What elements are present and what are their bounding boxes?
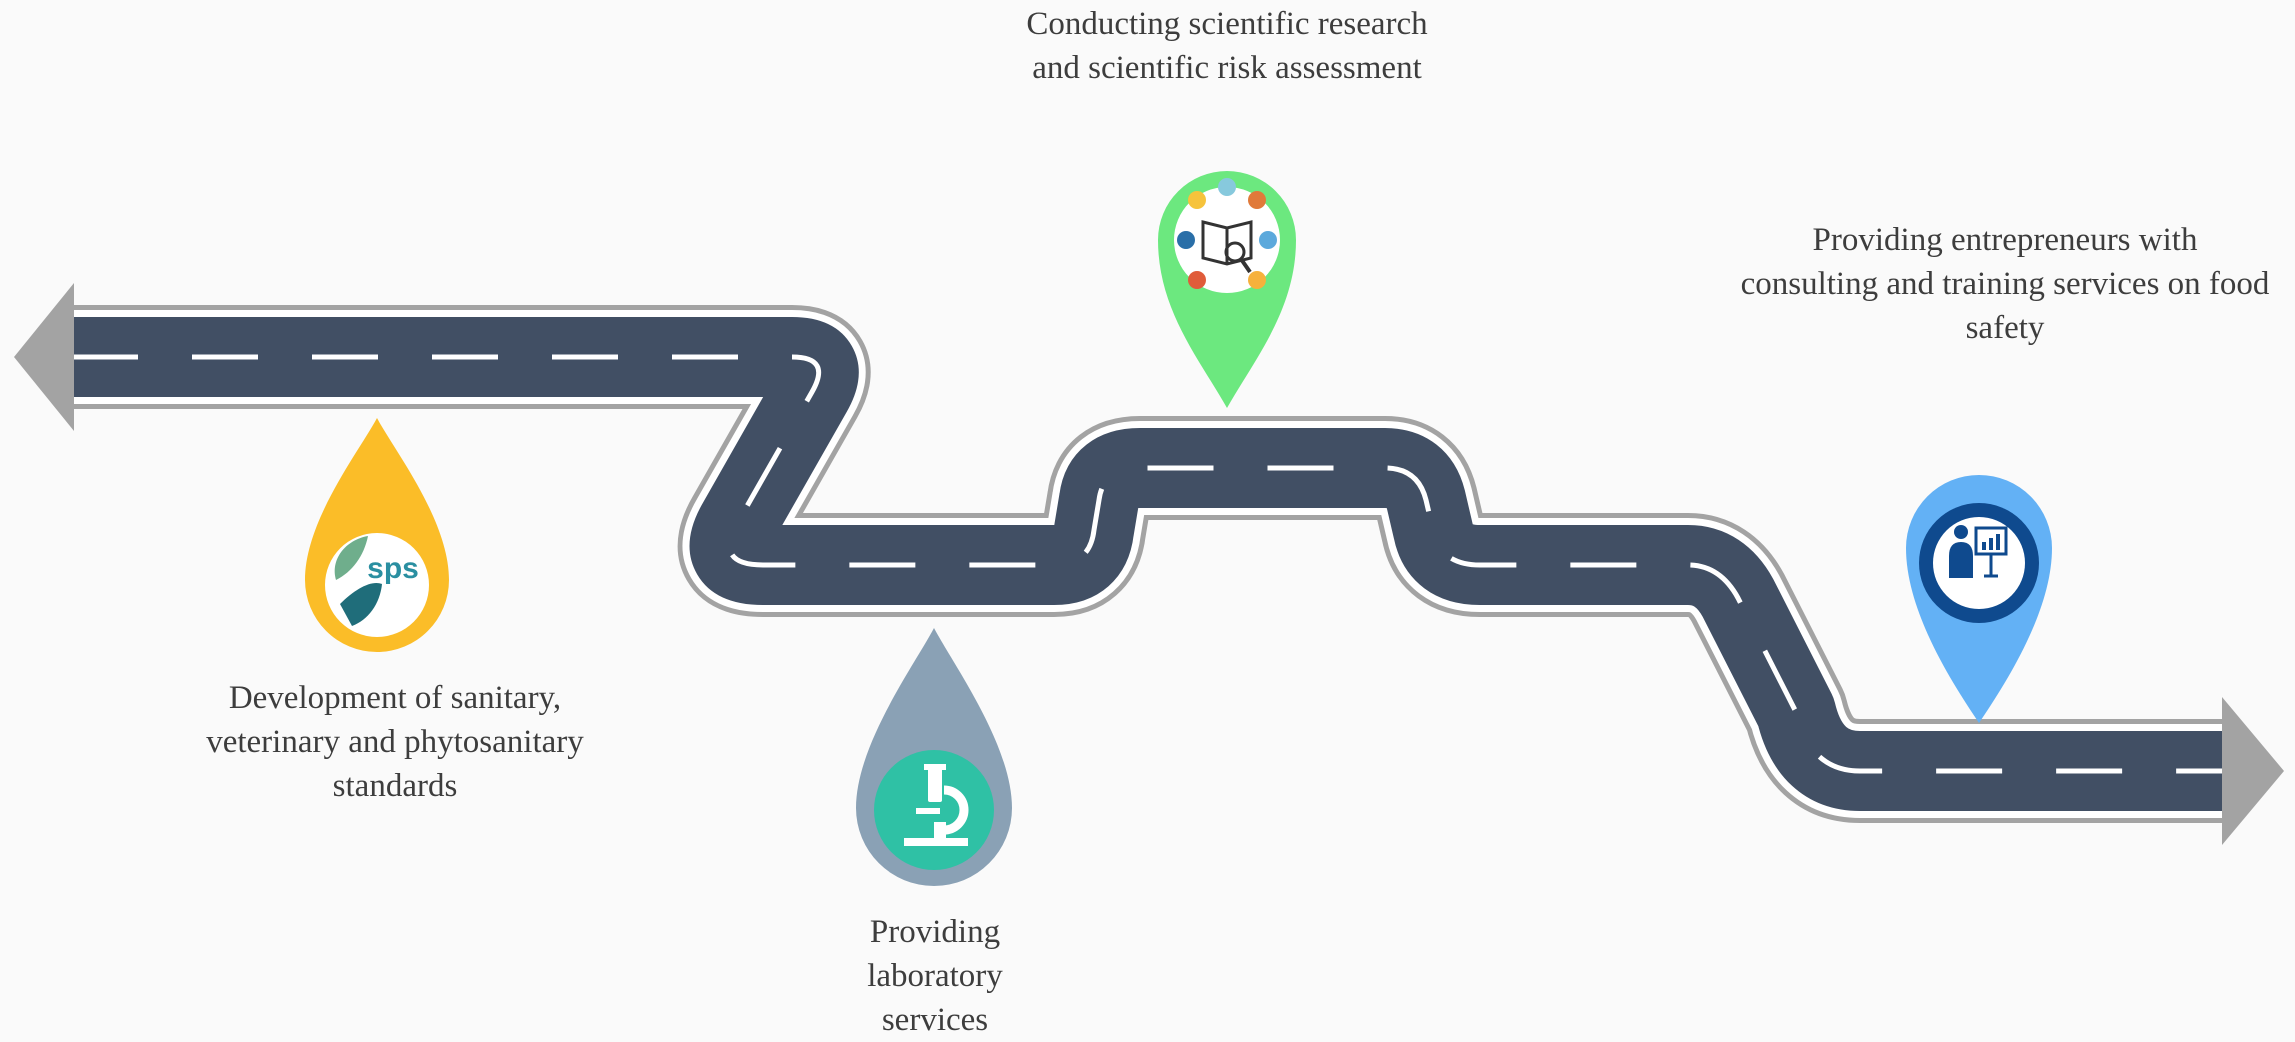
- step-label-research: Conducting scientific research and scien…: [1026, 6, 1428, 86]
- step-label-standards: Development of sanitary, veterinary and …: [206, 680, 584, 804]
- road-center-dashes: [72, 354, 2226, 774]
- road: [72, 305, 2226, 823]
- marker-research: [1158, 171, 1296, 408]
- marker-laboratory: [856, 628, 1012, 886]
- sps-logo-icon: sps: [334, 536, 419, 626]
- svg-text:sps: sps: [367, 552, 419, 585]
- marker-sps: sps: [305, 418, 449, 652]
- presenter-icon: [1949, 525, 2008, 578]
- arrowhead-left: [14, 283, 74, 431]
- marker-consulting: [1906, 475, 2052, 723]
- microscope-icon: [904, 764, 969, 846]
- book-magnifier-icon: [1177, 178, 1277, 289]
- arrowhead-right: [2222, 697, 2284, 845]
- step-label-consulting: Providing entrepreneurs with consulting …: [1740, 222, 2270, 346]
- step-label-laboratory: Providing laboratory services: [867, 914, 1003, 1038]
